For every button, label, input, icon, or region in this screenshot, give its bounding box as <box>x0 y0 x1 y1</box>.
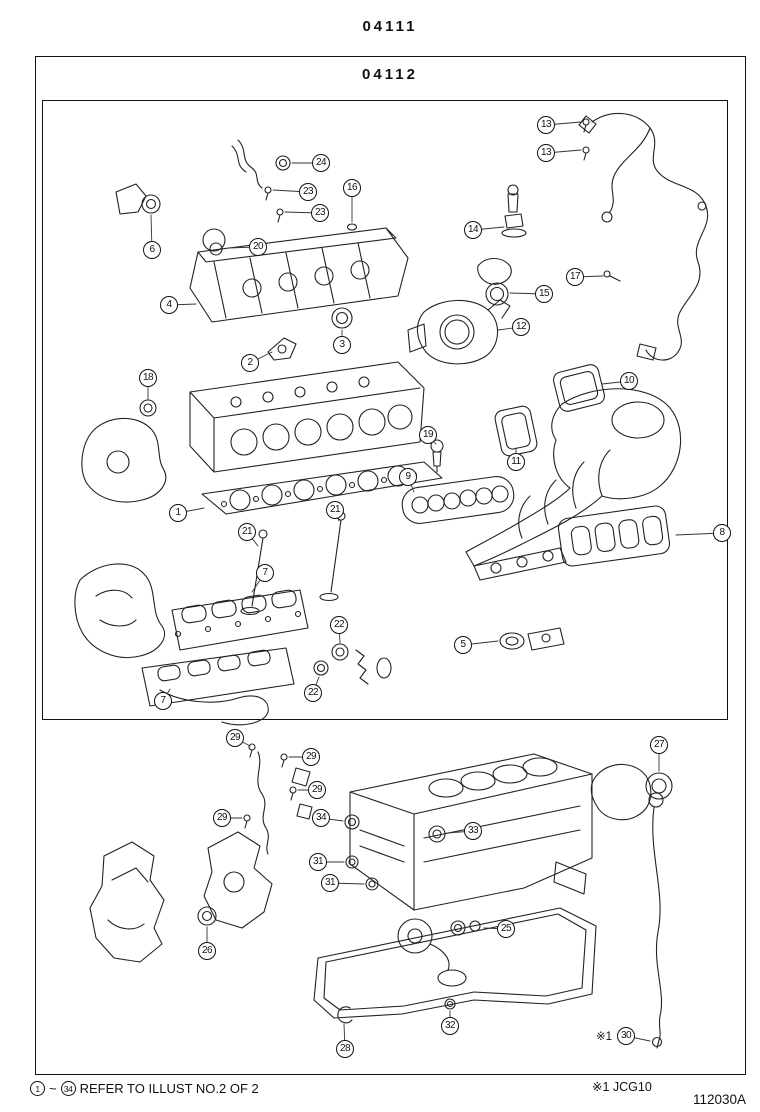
callout-ref-end: 34 <box>60 1081 76 1096</box>
footer-reference-text: REFER TO ILLUST NO.2 OF 2 <box>79 1081 259 1096</box>
valve-14-art <box>501 184 527 238</box>
cylinder-head-art <box>189 361 425 473</box>
valves-art <box>240 511 346 616</box>
leader-line <box>545 121 582 126</box>
engine-block-art <box>349 753 593 911</box>
cam-seal-art <box>115 183 161 215</box>
plug-30-art <box>651 1036 663 1048</box>
leader-line <box>625 1035 651 1042</box>
intake-manifold-art <box>465 388 682 581</box>
footer-note: ※1 JCG10 <box>592 1080 652 1094</box>
oil-pump-art <box>397 918 481 987</box>
valve-cover-art <box>189 227 409 323</box>
cover-plate-art <box>197 831 273 929</box>
leader-line <box>177 507 205 514</box>
wire-harness-art <box>578 112 709 361</box>
plug-33-art <box>428 825 446 843</box>
leader-line <box>246 531 259 547</box>
bolt-17-art <box>603 270 621 282</box>
head-gasket-art <box>201 461 443 515</box>
bolts-29-art <box>243 743 313 855</box>
leader-line <box>601 380 630 385</box>
leader-line <box>329 882 365 885</box>
filler-tube-art <box>231 139 358 231</box>
leader-line <box>545 149 582 154</box>
manifold-gasket-8-art <box>557 505 671 567</box>
seal-34-art <box>344 814 360 830</box>
footer-tilde: ~ <box>49 1081 57 1096</box>
figure-code-primary: 04111 <box>362 18 418 35</box>
leader-line <box>272 189 309 193</box>
oil-pan-gasket-art <box>313 907 597 1019</box>
leader-line <box>150 214 153 251</box>
leader-line <box>574 275 604 278</box>
injector-19-art <box>430 439 444 473</box>
grommet-18-art <box>139 399 157 417</box>
callout-leader-lines <box>147 121 723 1050</box>
document-code: 112030A <box>692 1092 746 1107</box>
clip-28-art <box>337 1006 353 1024</box>
leader-line <box>343 1023 346 1050</box>
leader-line <box>675 532 723 536</box>
front-housing-art <box>81 417 167 503</box>
leader-line <box>234 737 251 747</box>
leader-line <box>497 326 522 331</box>
outer-frame <box>35 56 746 1075</box>
leader-line <box>320 817 344 822</box>
leader-line <box>168 303 197 306</box>
leader-line <box>284 211 321 214</box>
dipstick-art <box>648 792 664 1049</box>
exhaust-gasket-upper-art <box>171 589 309 651</box>
pcv-bracket-art <box>267 307 353 361</box>
intake-gasket-9-art <box>401 476 515 524</box>
leader-line <box>312 676 320 694</box>
leader-line <box>334 509 340 522</box>
upper-parts-frame <box>42 100 728 720</box>
leader-line <box>509 292 545 295</box>
callout-ref-start: 1 <box>30 1081 45 1096</box>
port-gasket-10-art <box>552 364 606 412</box>
water-bypass-5-art <box>499 627 565 651</box>
leader-line <box>472 226 505 231</box>
timing-cover-art <box>89 841 165 963</box>
circlips-22-art <box>313 643 392 685</box>
rear-seal-art <box>590 763 673 821</box>
leader-line <box>338 624 341 644</box>
gasket-15-art <box>477 257 512 306</box>
plug-32-art <box>444 998 456 1010</box>
footnote-marker: ※1 <box>596 1031 613 1043</box>
figure-code-secondary: 04112 <box>362 66 418 83</box>
heat-insulator-art <box>74 563 166 659</box>
leader-line <box>462 640 499 646</box>
leader-line <box>249 351 273 364</box>
throttle-body-art <box>407 299 511 365</box>
exhaust-manifold-art <box>141 647 295 726</box>
plugs-31-art <box>345 855 379 891</box>
leader-line <box>251 572 266 593</box>
footer-reference: 1 ~ 34 REFER TO ILLUST NO.2 OF 2 <box>30 1081 259 1096</box>
